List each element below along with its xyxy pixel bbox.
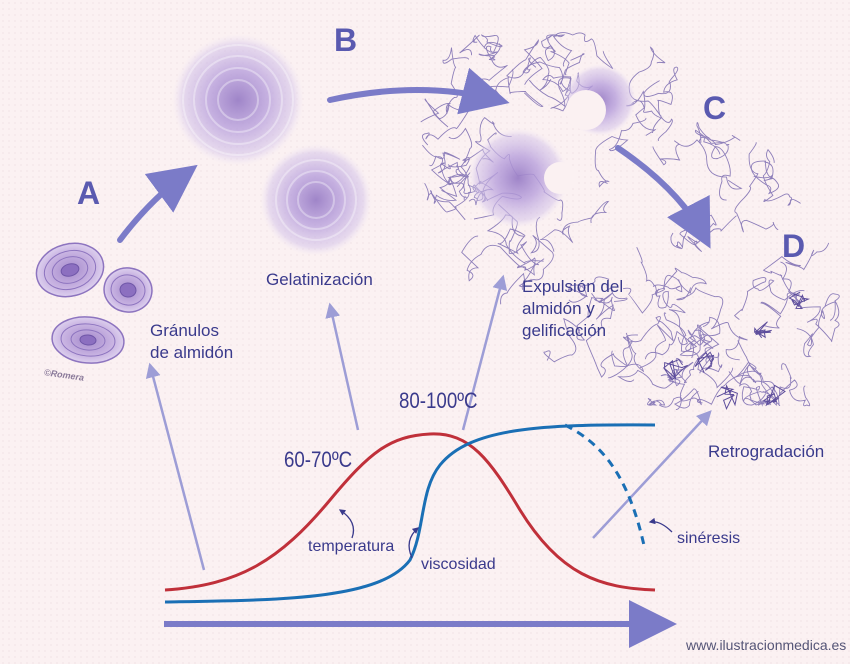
polymer-chain (607, 334, 645, 379)
polymer-chain (585, 304, 628, 378)
retrograded-knot (694, 351, 715, 373)
annotation-arrows (338, 509, 673, 559)
polymer-chain (734, 142, 779, 233)
polymer-chain (594, 117, 647, 188)
polymer-chain (763, 242, 830, 294)
polymer-chain (697, 364, 775, 405)
polymer-chain (652, 139, 743, 190)
retrograded-knot (762, 384, 786, 407)
stage-label-b: B (334, 22, 358, 58)
polymer-chain (623, 267, 707, 314)
polymer-chain (541, 34, 573, 76)
polymer-chain (522, 53, 585, 85)
pointer-arrows (145, 274, 712, 571)
stage-label-c: C (703, 90, 727, 126)
polymer-chain (429, 151, 466, 197)
polymer-chain (644, 316, 721, 360)
retrograded-knot (663, 358, 689, 381)
polymer-chain (591, 292, 615, 320)
starch-granules (35, 242, 153, 364)
temp-range-1: 60-70ºC (284, 447, 353, 472)
temperature-curve (164, 432, 656, 592)
granulos-label: Gránulos de almidón (150, 321, 234, 362)
retrograded-knot (788, 291, 811, 310)
retrograded-knots (663, 291, 811, 410)
polymer-chain (430, 165, 470, 221)
polymer-chain (625, 316, 674, 369)
polymer-chain (643, 66, 679, 117)
polymer-chain (795, 293, 840, 343)
polymer-chain (431, 162, 471, 200)
polymer-chain (567, 276, 628, 303)
polymer-chain (655, 288, 688, 346)
stage-label-d: D (782, 228, 806, 264)
polymer-chain (539, 201, 610, 252)
polymer-chain (679, 215, 737, 253)
polymer-chain (647, 396, 683, 410)
polymer-chain (676, 287, 748, 361)
swollen-granules (172, 34, 372, 256)
sineresis-label: sinéresis (677, 530, 741, 547)
expulsion-label: Expulsión del almidón y gelificación (522, 277, 624, 340)
retrogradacion-label: Retrogradación (708, 442, 825, 461)
polymer-chain (617, 368, 681, 389)
polymer-chain (470, 43, 508, 83)
polymer-chain (432, 47, 470, 128)
polymer-chain (628, 46, 673, 142)
disrupted-granules (468, 64, 636, 228)
retrograded-knot (716, 384, 738, 410)
polymer-chain (500, 216, 554, 305)
polymer-chain (779, 363, 811, 407)
polymer-chain (796, 301, 836, 358)
retrograded-knot (754, 321, 772, 339)
viscosidad-label: viscosidad (421, 556, 496, 573)
polymer-chain (685, 321, 734, 389)
website-url: www.ilustracionmedica.es (686, 637, 847, 653)
process-arrows (117, 67, 711, 249)
viscosity-curve (164, 423, 656, 604)
polymer-chain (636, 247, 683, 297)
polymer-chain (734, 340, 765, 405)
stage-label-a: A (77, 175, 101, 211)
temp-range-2: 80-100ºC (399, 388, 478, 413)
polymer-chain (546, 32, 614, 70)
polymer-chain (728, 364, 781, 406)
polymer-chain (762, 148, 801, 206)
polymer-chain (703, 136, 731, 201)
polymer-chain (543, 297, 593, 363)
polymer-chain (420, 98, 469, 146)
polymer-chain (760, 261, 802, 329)
polymer-chain (750, 160, 780, 195)
polymer-chain (733, 277, 805, 320)
temperatura-label: temperatura (308, 538, 395, 555)
syneresis-curve (564, 423, 647, 551)
polymer-chain (694, 122, 741, 146)
gelatinizacion-label: Gelatinización (266, 270, 373, 289)
